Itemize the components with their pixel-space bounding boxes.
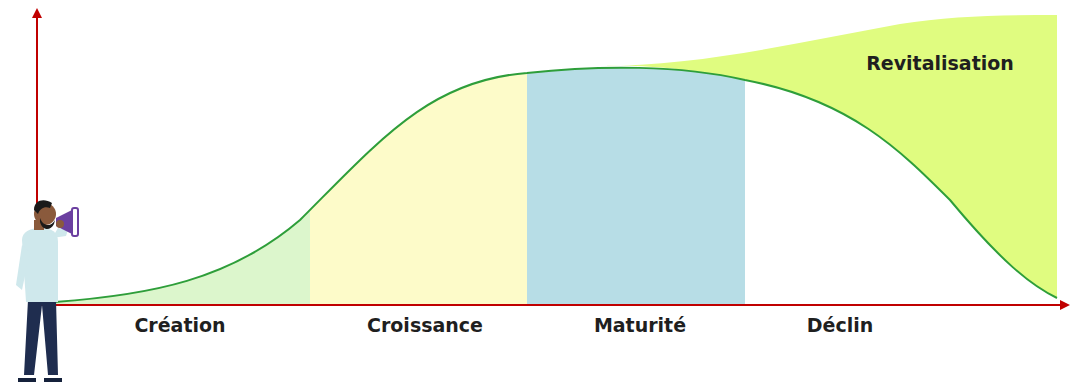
phase-label: Création [134, 314, 225, 337]
x-axis [37, 304, 1068, 306]
phase-label: Maturité [594, 314, 686, 337]
phase-label: Croissance [367, 314, 483, 337]
area-label: Revitalisation [866, 52, 1014, 75]
person-figure [16, 200, 78, 382]
lifecycle-curve [55, 68, 1057, 302]
phase-label: Déclin [807, 314, 873, 337]
phase-bands [55, 68, 745, 305]
